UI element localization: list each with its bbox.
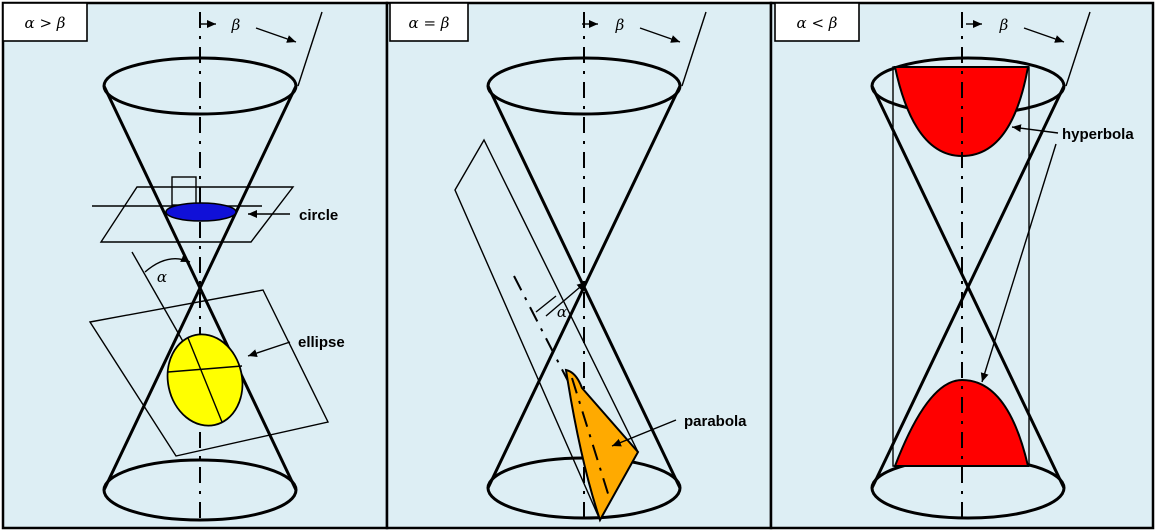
panel-2-alpha-label: α bbox=[557, 303, 567, 321]
panel-3-beta-label: β bbox=[999, 16, 1009, 34]
panel-3-vertical-plane bbox=[892, 66, 1030, 467]
panel-2-beta-arrow-right bbox=[639, 27, 681, 43]
panel-1-cone-generator-b bbox=[102, 85, 298, 491]
panel-alpha-less-beta: α < β β hyperbola bbox=[769, 1, 1155, 530]
panel-3-hyperbola-label: hyperbola bbox=[1062, 126, 1134, 143]
panel-3-condition-box bbox=[774, 2, 860, 42]
panel-1-condition-box bbox=[2, 2, 88, 42]
panel-3-condition-label: α < β bbox=[797, 14, 838, 32]
panel-1-beta-label: β bbox=[231, 16, 241, 34]
panel-3-beta-arrow-right bbox=[1023, 27, 1065, 43]
panel-2-generator-extension bbox=[681, 11, 707, 87]
panel-3-generator-extension bbox=[1065, 11, 1091, 87]
panel-2-background bbox=[385, 1, 773, 530]
panel-1-ellipse-label: ellipse bbox=[298, 334, 345, 351]
panel-3-hyperbola-pointer-lower bbox=[980, 143, 1057, 383]
panel-2-parabola-axis bbox=[571, 377, 611, 501]
panel-2-parabola-label: parabola bbox=[684, 413, 747, 430]
panel-3-hyperbola-pointer-upper bbox=[1011, 124, 1059, 134]
panel-1-alpha-label: α bbox=[157, 268, 167, 286]
panel-2-condition-box bbox=[389, 2, 469, 42]
panel-3-cone-generator-b bbox=[870, 85, 1066, 489]
panel-1-alpha-arc bbox=[144, 254, 191, 273]
panel-1-generator-extension bbox=[297, 11, 323, 87]
panel-alpha-equals-beta: α = β β α parabola bbox=[385, 1, 773, 530]
panel-1-circle-label: circle bbox=[299, 207, 338, 224]
panel-1-horizontal-plane bbox=[99, 186, 295, 243]
panel-1-tilted-plane bbox=[88, 289, 330, 457]
panel-2-beta-label: β bbox=[615, 16, 625, 34]
panel-1-beta-arrow-right bbox=[255, 27, 297, 43]
panel-1-background bbox=[1, 1, 389, 530]
panel-2-plane-center-line bbox=[513, 275, 589, 421]
panel-1-ellipse-pointer bbox=[247, 341, 291, 357]
panel-2-alpha-mark bbox=[535, 295, 557, 313]
panel-1-ellipse-major-axis bbox=[187, 337, 223, 423]
panel-2-condition-label: α = β bbox=[409, 14, 450, 32]
panel-alpha-greater-beta: α > β β circle α ellipse bbox=[1, 1, 389, 530]
panel-2-parabola-section bbox=[564, 368, 640, 523]
panel-1-condition-label: α > β bbox=[25, 14, 66, 32]
panel-2-parabola-pointer bbox=[611, 419, 677, 447]
panel-2-alpha-arrow bbox=[545, 281, 587, 317]
panel-1-ellipse-minor-axis bbox=[167, 365, 243, 373]
panel-1-circle-section bbox=[165, 202, 237, 222]
